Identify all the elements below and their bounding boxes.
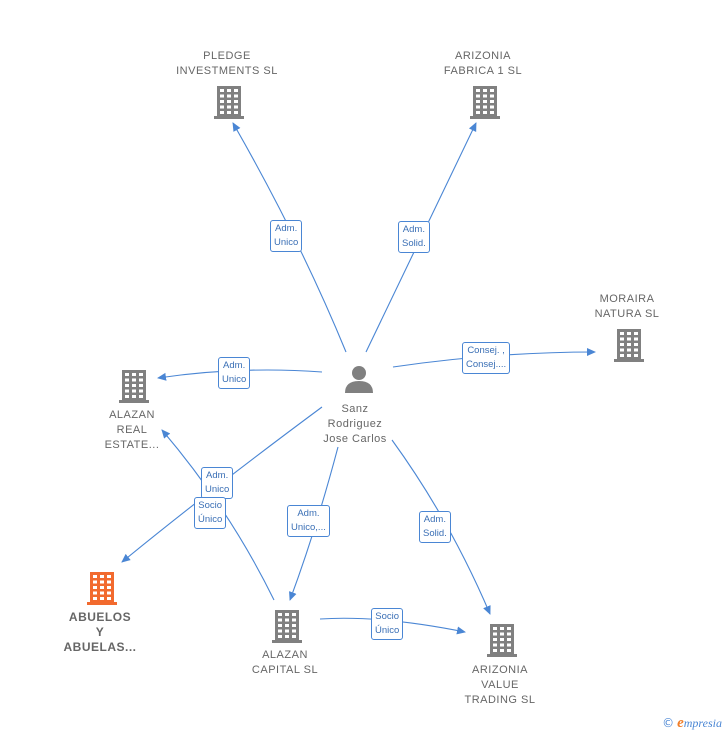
building-icon[interactable] xyxy=(214,86,244,119)
relation-label[interactable]: Socio Único xyxy=(371,608,404,640)
brand-name: mpresia xyxy=(683,716,722,730)
building-icon[interactable] xyxy=(470,86,500,119)
relation-label[interactable]: Consej. , Consej.... xyxy=(462,342,511,374)
company-name[interactable]: MORAIRA NATURA SL xyxy=(594,293,660,320)
building-icon[interactable] xyxy=(614,329,644,362)
building-icon[interactable] xyxy=(272,610,302,643)
company-name[interactable]: ALAZAN REAL ESTATE... xyxy=(104,409,160,451)
brand-initial: e xyxy=(677,715,684,731)
copyright-icon: © xyxy=(662,716,675,730)
relation-label[interactable]: Adm. Solid. xyxy=(419,511,451,543)
building-icon[interactable] xyxy=(487,624,517,657)
relation-label[interactable]: Adm. Unico xyxy=(270,220,303,252)
person-icon[interactable] xyxy=(345,366,373,393)
person-name[interactable]: Sanz Rodriguez Jose Carlos xyxy=(323,403,387,445)
company-name[interactable]: ARIZONIA FABRICA 1 SL xyxy=(443,50,523,77)
relation-label[interactable]: Socio Único xyxy=(194,497,227,529)
building-icon[interactable] xyxy=(87,572,117,605)
company-name[interactable]: ABUELOS Y ABUELAS... xyxy=(63,610,137,654)
company-name[interactable]: ALAZAN CAPITAL SL xyxy=(251,649,319,676)
brand-watermark: ©empresia xyxy=(662,715,722,732)
company-name[interactable]: PLEDGE INVESTMENTS SL xyxy=(176,50,278,77)
company-name[interactable]: ARIZONIA VALUE TRADING SL xyxy=(464,664,536,706)
relation-label[interactable]: Adm. Unico,... xyxy=(287,505,330,537)
building-icon[interactable] xyxy=(119,370,149,403)
relation-label[interactable]: Adm. Unico xyxy=(201,467,234,499)
relation-label[interactable]: Adm. Solid. xyxy=(398,221,430,253)
relation-label[interactable]: Adm. Unico xyxy=(218,357,251,389)
